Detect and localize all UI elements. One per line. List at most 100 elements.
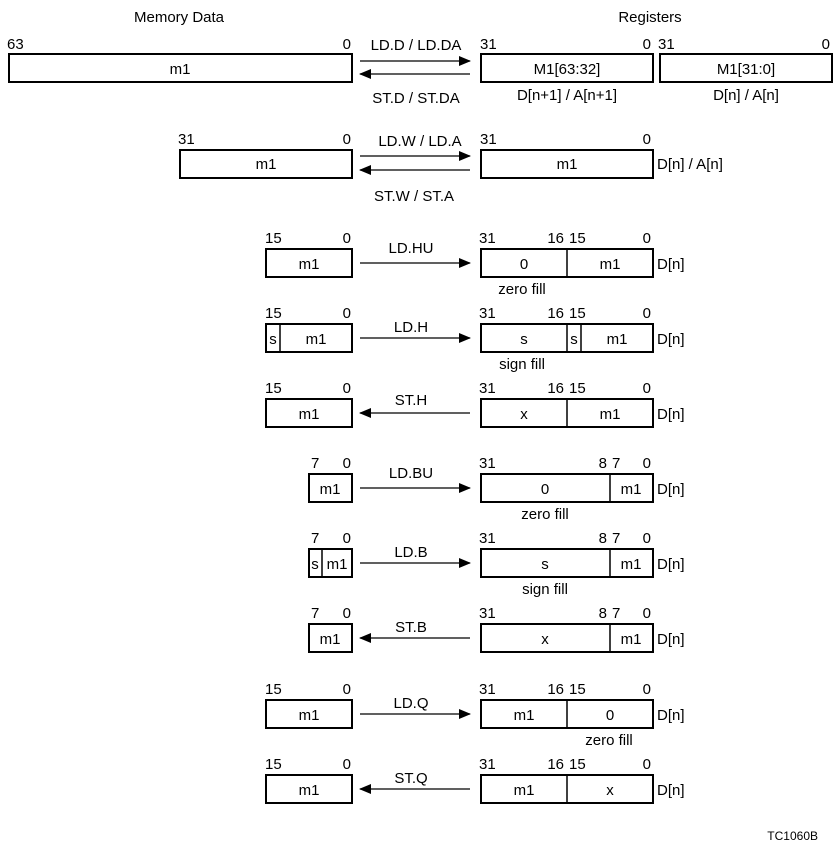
memory-value: m1 <box>170 61 191 78</box>
register-label: D[n] <box>657 256 685 273</box>
register-lower-value: m1 <box>621 481 642 498</box>
reg-bit-31: 31 <box>479 605 496 622</box>
reg-bit-31: 31 <box>479 756 496 773</box>
mem-bit-lo: 0 <box>343 380 351 397</box>
reg-bit-16: 16 <box>547 681 564 698</box>
mem-bit-lo: 0 <box>343 681 351 698</box>
mem-bit-hi: 15 <box>265 681 282 698</box>
memory-sign-bit: s <box>269 331 277 348</box>
memory-value: m1 <box>256 156 277 173</box>
reg-hi-bit-lo: 0 <box>643 36 651 53</box>
reg-bit-16: 16 <box>547 305 564 322</box>
reg-bit-0: 0 <box>643 230 651 247</box>
mem-bit-hi: 7 <box>311 530 319 547</box>
reg-bit-15: 15 <box>569 305 586 322</box>
reg-bit-31: 31 <box>479 230 496 247</box>
store-op-label: ST.W / ST.A <box>374 188 454 205</box>
register-lower-value: x <box>606 782 614 799</box>
register-label: D[n] <box>657 707 685 724</box>
memory-value: m1 <box>299 707 320 724</box>
mem-bit-lo: 0 <box>343 530 351 547</box>
register-lower-value: m1 <box>621 556 642 573</box>
register-box <box>480 149 654 179</box>
register-high-value: M1[63:32] <box>534 61 601 78</box>
reg-bit-0: 0 <box>643 605 651 622</box>
row-ld-h: 15 0 s m1 LD.H 31 16 15 0 s s m1 D[n] si… <box>265 305 685 373</box>
memory-box <box>308 623 353 653</box>
row-ld-bu: 7 0 m1 LD.BU 31 8 7 0 0 m1 D[n] zero fil… <box>308 455 685 523</box>
reg-bit-0: 0 <box>643 681 651 698</box>
reg-bit-lo: 0 <box>643 131 651 148</box>
register-low-box <box>659 53 833 83</box>
reg-bit-31: 31 <box>479 455 496 472</box>
mem-bit-lo: 0 <box>343 230 351 247</box>
reg-bit-7: 7 <box>612 530 620 547</box>
register-box <box>480 548 654 578</box>
memory-value: m1 <box>320 631 341 648</box>
memory-box <box>179 149 353 179</box>
reg-lo-bit-hi: 31 <box>658 36 675 53</box>
register-low-label: D[n] / A[n] <box>713 87 779 104</box>
register-label: D[n] / A[n] <box>657 156 723 173</box>
fill-label: zero fill <box>521 506 569 523</box>
reg-lo-bit-lo: 0 <box>822 36 830 53</box>
register-upper-value: x <box>520 406 528 423</box>
mem-bit-hi: 63 <box>7 36 24 53</box>
op-label: ST.H <box>395 392 428 409</box>
fill-label: sign fill <box>499 356 545 373</box>
row-ld-b: 7 0 s m1 LD.B 31 8 7 0 s m1 D[n] sign fi… <box>308 530 685 598</box>
register-lower-value: m1 <box>600 406 621 423</box>
register-label: D[n] <box>657 331 685 348</box>
memory-value: m1 <box>299 256 320 273</box>
row-ld-hu: 15 0 m1 LD.HU 31 16 15 0 0 m1 D[n] zero … <box>265 230 685 298</box>
op-label: LD.H <box>394 319 428 336</box>
row-st-b: 7 0 m1 ST.B 31 8 7 0 x m1 D[n] <box>308 605 685 653</box>
reg-bit-8: 8 <box>599 530 607 547</box>
registers-title: Registers <box>618 9 681 26</box>
register-low-value: M1[31:0] <box>717 61 775 78</box>
row-double-word: 63 0 m1 LD.D / LD.DA ST.D / ST.DA 31 0 M… <box>7 36 833 107</box>
fill-label: zero fill <box>498 281 546 298</box>
mem-bit-hi: 31 <box>178 131 195 148</box>
row-word: 31 0 m1 LD.W / LD.A ST.W / ST.A 31 0 m1 … <box>178 131 723 205</box>
fill-label: sign fill <box>522 581 568 598</box>
reg-bit-16: 16 <box>547 230 564 247</box>
row-st-h: 15 0 m1 ST.H 31 16 15 0 x m1 D[n] <box>265 380 685 428</box>
op-label: LD.BU <box>389 465 433 482</box>
reg-hi-bit-hi: 31 <box>480 36 497 53</box>
register-box <box>480 623 654 653</box>
mem-bit-hi: 15 <box>265 230 282 247</box>
store-op-label: ST.D / ST.DA <box>372 90 460 107</box>
op-label: ST.B <box>395 619 427 636</box>
row-ld-q: 15 0 m1 LD.Q 31 16 15 0 m1 0 D[n] zero f… <box>265 681 685 749</box>
reg-bit-31: 31 <box>479 681 496 698</box>
mem-bit-lo: 0 <box>343 605 351 622</box>
memory-data-title: Memory Data <box>134 9 225 26</box>
register-upper-value: x <box>541 631 549 648</box>
op-label: LD.Q <box>393 695 428 712</box>
reg-bit-8: 8 <box>599 455 607 472</box>
mem-bit-hi: 15 <box>265 756 282 773</box>
reg-bit-0: 0 <box>643 380 651 397</box>
load-op-label: LD.D / LD.DA <box>371 37 462 54</box>
register-upper-value: m1 <box>514 782 535 799</box>
mem-bit-lo: 0 <box>343 455 351 472</box>
reg-bit-31: 31 <box>479 380 496 397</box>
row-st-q: 15 0 m1 ST.Q 31 16 15 0 m1 x D[n] <box>265 756 685 804</box>
register-label: D[n] <box>657 481 685 498</box>
reg-bit-0: 0 <box>643 530 651 547</box>
reg-bit-0: 0 <box>643 756 651 773</box>
memory-box <box>265 398 353 428</box>
memory-sign-bit: s <box>311 556 319 573</box>
memory-value: m1 <box>299 782 320 799</box>
op-label: LD.B <box>394 544 427 561</box>
register-high-box <box>480 53 654 83</box>
memory-value: m1 <box>299 406 320 423</box>
mem-bit-lo: 0 <box>343 131 351 148</box>
reg-bit-0: 0 <box>643 305 651 322</box>
register-lower-value: m1 <box>607 331 628 348</box>
register-upper-value: 0 <box>541 481 549 498</box>
reg-bit-15: 15 <box>569 756 586 773</box>
reg-bit-16: 16 <box>547 756 564 773</box>
